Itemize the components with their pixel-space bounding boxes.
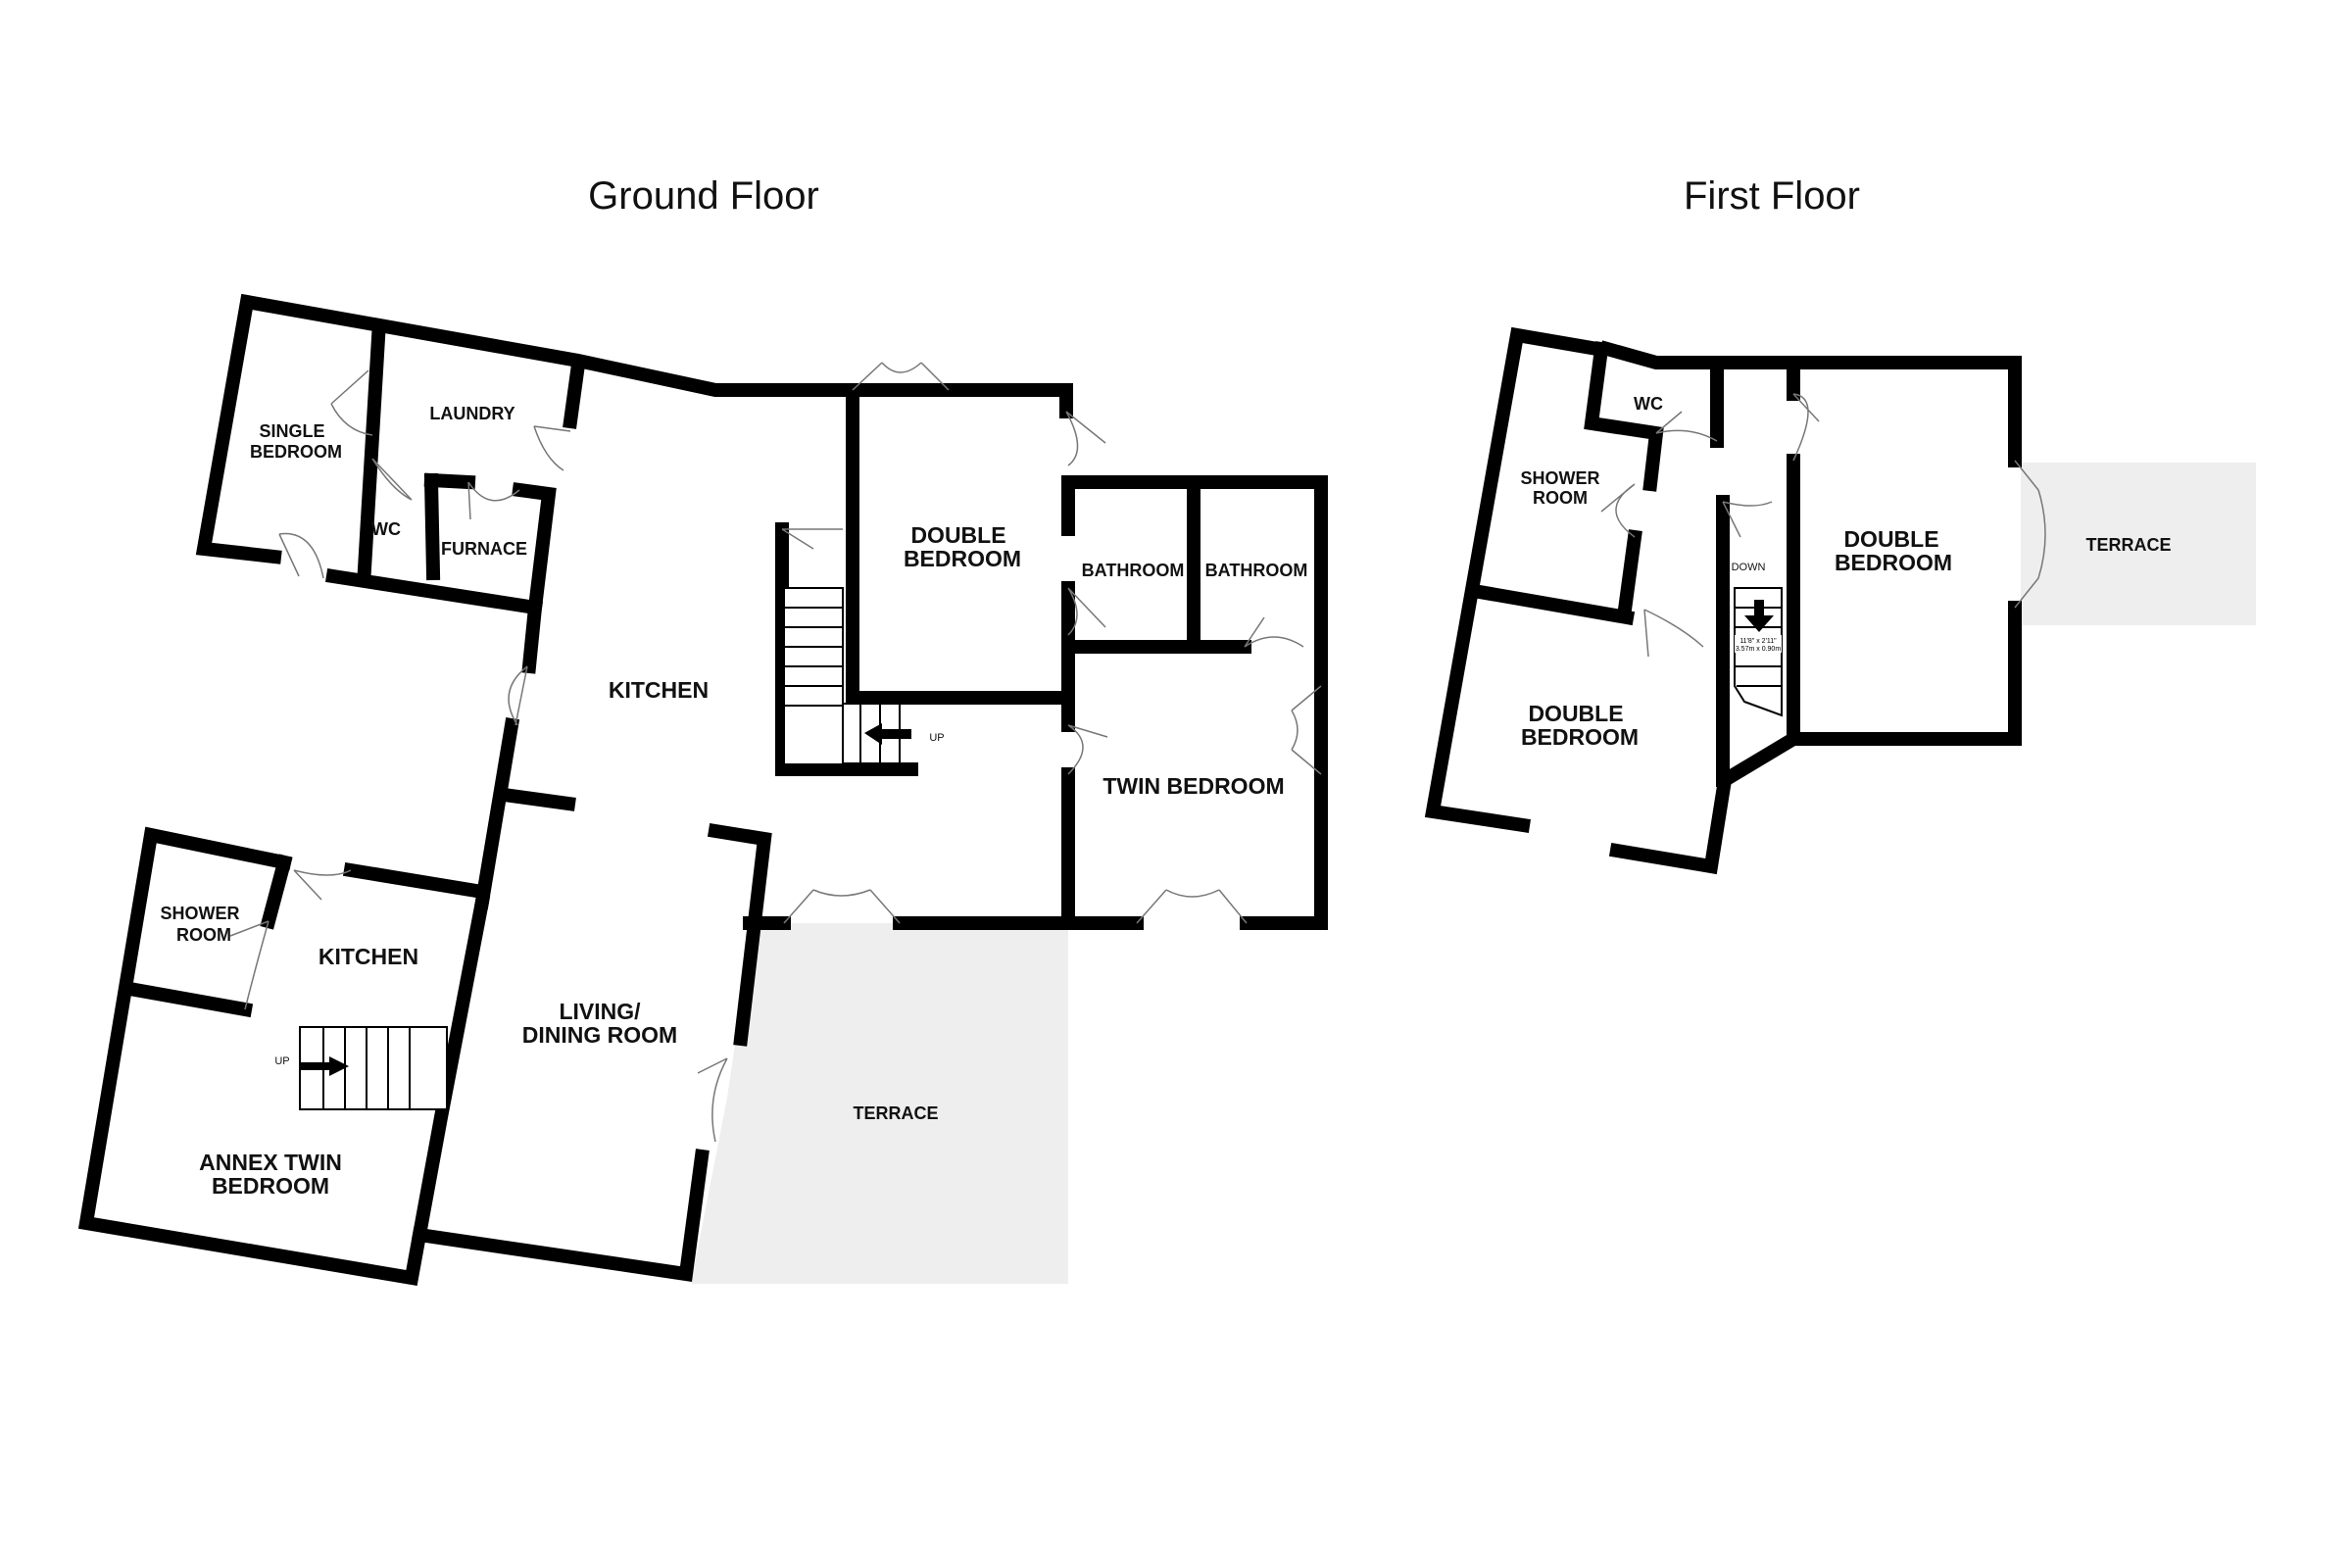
first-outer-wall	[1608, 601, 2022, 875]
ground-double-bedroom-wall	[942, 383, 1073, 418]
room-label-twin-bedroom: TWIN BEDROOM	[1102, 773, 1284, 799]
room-label-single-bedroom: BEDROOM	[250, 442, 342, 462]
stairs-up-label: UP	[929, 732, 944, 744]
room-label-double-bedroom-right: BEDROOM	[1835, 550, 1952, 575]
door-swing-icon	[533, 425, 571, 471]
door-swing-icon	[229, 920, 270, 1010]
stair-dimension-box	[1735, 635, 1782, 653]
room-label-shower-room: SHOWER	[1521, 468, 1600, 488]
door-swing-icon	[1065, 411, 1106, 466]
room-label-living-dining: LIVING/	[559, 999, 641, 1024]
ground-west-lower-wall	[325, 568, 543, 615]
ground-living-east-wall	[707, 822, 772, 1047]
ground-stair-wall	[775, 522, 918, 776]
room-label-shower-room: ROOM	[1533, 488, 1588, 508]
door-swing-icon	[1655, 411, 1718, 442]
ground-furnace-wall	[423, 472, 441, 581]
ground-stairs	[783, 587, 844, 765]
first-door-swings	[1600, 393, 2046, 658]
stairs-dimension-metric: 3.57m x 0.90m	[1736, 646, 1781, 653]
room-label-double-bedroom-left: DOUBLE	[1528, 701, 1623, 726]
room-label-terrace: TERRACE	[853, 1103, 938, 1123]
first-outer-wall	[1598, 340, 1724, 369]
ground-furnace-wall	[423, 472, 476, 490]
stairs-up-label: UP	[274, 1055, 289, 1067]
door-swing-icon	[278, 532, 324, 579]
door-swing-icon	[1067, 724, 1108, 775]
ground-wall-seg	[563, 357, 586, 429]
ground-annex-wall	[77, 826, 710, 1287]
door-swing-icon	[1792, 393, 1820, 462]
ground-kitchen-west-wall	[473, 716, 520, 910]
room-label-furnace: FURNACE	[441, 539, 527, 559]
door-swing-icon	[371, 458, 413, 501]
room-label-bathroom: BATHROOM	[1082, 561, 1185, 580]
room-label-annex-twin: ANNEX TWIN	[199, 1150, 342, 1175]
ground-floor-title: Ground Floor	[588, 174, 819, 218]
door-swing-icon	[1643, 609, 1704, 658]
ground-kitchen-step	[504, 788, 576, 811]
door-swing-icon	[508, 665, 528, 726]
door-swing-icon	[2014, 460, 2046, 609]
room-label-double-bedroom-left: BEDROOM	[1521, 724, 1639, 750]
ground-stair-arrow-icon	[864, 723, 911, 745]
first-floor-plan: WC SHOWER ROOM DOUBLE BEDROOM DOUBLE BED…	[1424, 326, 2256, 875]
room-label-laundry: LAUNDRY	[429, 404, 514, 423]
ground-annex-wall	[342, 861, 491, 901]
door-swing-icon	[1291, 685, 1322, 775]
door-swing-icon	[1136, 889, 1248, 924]
room-label-shower-room: ROOM	[176, 925, 231, 945]
stairs-dimension-imperial: 11'8" x 2'11"	[1740, 638, 1777, 645]
first-outer-wall	[1710, 356, 2022, 467]
room-label-shower-room: SHOWER	[161, 904, 240, 923]
room-label-kitchen: KITCHEN	[609, 677, 709, 703]
first-wall-seg	[1617, 529, 1642, 617]
first-floor-title: First Floor	[1684, 174, 1860, 218]
first-stair-arrow-icon	[1744, 600, 1774, 632]
room-label-terrace: TERRACE	[2085, 535, 2171, 555]
first-terrace-area	[2021, 463, 2256, 625]
stairs-down-label: DOWN	[1732, 562, 1766, 573]
room-label-annex-kitchen: KITCHEN	[318, 944, 418, 969]
first-shower-divider	[1471, 583, 1636, 626]
door-swing-icon	[697, 1057, 728, 1143]
room-label-bathroom: BATHROOM	[1205, 561, 1308, 580]
room-label-double-bedroom: BEDROOM	[904, 546, 1021, 571]
ground-floor-plan: SINGLE BEDROOM LAUNDRY WC FURNACE KITCHE…	[77, 293, 1328, 1287]
room-label-double-bedroom-right: DOUBLE	[1843, 526, 1938, 552]
annex-stair-arrow-icon	[300, 1056, 349, 1076]
door-swing-icon	[781, 528, 843, 550]
room-label-single-bedroom: SINGLE	[259, 421, 324, 441]
door-swing-icon	[1600, 483, 1636, 538]
ground-west-wing-wall	[195, 293, 850, 564]
ground-terrace-area	[691, 923, 1068, 1284]
ground-wall-seg	[357, 330, 386, 576]
ground-shower-wall	[126, 981, 254, 1018]
room-label-wc: WC	[1634, 394, 1663, 414]
first-wc-wall	[1584, 341, 1664, 492]
door-swing-icon	[293, 869, 352, 901]
ground-furnace-wall	[512, 482, 557, 674]
door-swing-icon	[1244, 616, 1304, 648]
door-swing-icon	[467, 481, 520, 520]
door-swing-icon	[330, 369, 373, 436]
ground-living-east-wall	[1061, 475, 1328, 930]
ground-annex-inner-wall	[411, 893, 491, 1244]
door-swing-icon	[852, 362, 950, 391]
ground-stair-treads	[784, 607, 911, 766]
ground-door-swings	[229, 362, 1322, 1143]
room-label-double-bedroom: DOUBLE	[910, 522, 1005, 548]
room-label-annex-twin: BEDROOM	[212, 1173, 329, 1199]
door-swing-icon	[1067, 587, 1106, 636]
ground-annex-wall	[260, 854, 293, 930]
first-outer-wall	[1424, 326, 1600, 833]
room-label-living-dining: DINING ROOM	[522, 1022, 677, 1048]
room-label-wc: WC	[371, 519, 401, 539]
door-swing-icon	[1722, 501, 1773, 538]
door-swing-icon	[783, 889, 901, 924]
